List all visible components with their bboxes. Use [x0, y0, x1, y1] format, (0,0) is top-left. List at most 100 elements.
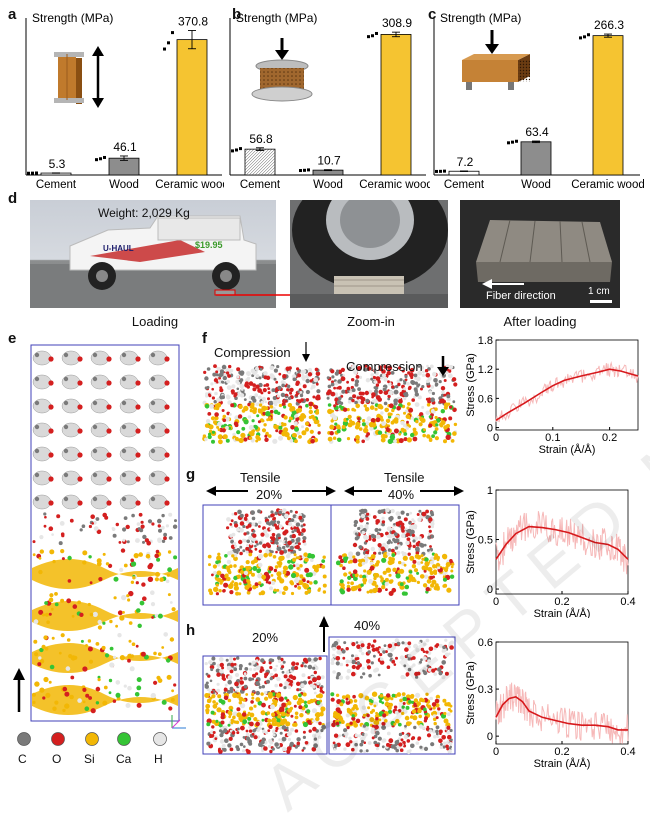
atom [376, 534, 381, 540]
atom [282, 508, 287, 513]
cellulose-unit [148, 374, 168, 390]
atom [428, 517, 433, 522]
atom [411, 564, 417, 569]
atom [210, 690, 214, 694]
atom [395, 748, 399, 753]
atom [59, 521, 65, 526]
atom [243, 437, 248, 442]
atom [416, 701, 421, 706]
atom [218, 698, 223, 703]
atom [370, 418, 376, 423]
atom [357, 562, 363, 567]
atom [293, 553, 297, 557]
atom [226, 517, 231, 522]
atom [419, 574, 425, 579]
atom [407, 667, 412, 672]
atom [154, 553, 159, 559]
atom [427, 567, 433, 572]
atom [239, 680, 244, 685]
md-structure-e [30, 344, 180, 722]
cellulose-unit [61, 398, 81, 414]
atom [330, 661, 335, 665]
panel-label-e: e [8, 330, 17, 347]
atom [236, 712, 242, 718]
atom [266, 521, 270, 525]
atom [432, 706, 436, 710]
atom [284, 513, 289, 519]
silica-layer [32, 601, 178, 631]
atom [404, 724, 407, 728]
atom [262, 411, 266, 416]
atom [426, 548, 430, 552]
atom [164, 428, 170, 434]
atom [298, 515, 303, 520]
atom [255, 366, 259, 371]
atom [433, 672, 437, 676]
atom [234, 544, 238, 548]
atom [401, 641, 405, 645]
atom [305, 398, 310, 402]
atom [348, 660, 352, 664]
atom [314, 367, 319, 372]
atom [419, 542, 423, 547]
atom [450, 738, 453, 742]
atom [44, 601, 48, 605]
atom [304, 741, 309, 745]
atom [327, 403, 332, 407]
atom [73, 655, 78, 660]
atom [236, 707, 241, 712]
data-point-b [231, 149, 234, 153]
atom [363, 741, 366, 744]
atom [77, 356, 83, 362]
atom [251, 732, 255, 736]
panel-label-g: g [186, 466, 196, 483]
atom [390, 579, 394, 583]
atom [315, 657, 319, 661]
atom [406, 364, 410, 368]
atom [385, 567, 392, 573]
atom [160, 525, 165, 530]
atom [147, 576, 154, 582]
atom [370, 554, 376, 559]
atom [252, 566, 258, 571]
atom [283, 422, 287, 427]
atom [164, 452, 170, 458]
atom [413, 698, 419, 703]
atom [77, 600, 81, 605]
atom [222, 677, 226, 681]
atom [415, 675, 419, 679]
atom [252, 529, 256, 533]
atom [432, 714, 437, 718]
atom [352, 542, 358, 548]
atom [238, 404, 243, 410]
atom [379, 653, 383, 657]
atom [213, 378, 218, 383]
atom [216, 707, 222, 713]
axis-triad [171, 715, 186, 729]
atom [153, 651, 157, 656]
atom [248, 725, 252, 729]
atom [273, 368, 278, 373]
x-tick-label-h: 0.4 [620, 746, 635, 758]
atom [426, 579, 432, 584]
atom [405, 576, 409, 580]
atom [414, 392, 419, 397]
atom [250, 368, 256, 374]
atom [48, 526, 54, 531]
atom [150, 424, 156, 430]
atom [321, 559, 326, 563]
atom [388, 390, 393, 396]
hatch-line [244, 148, 261, 165]
atom [387, 412, 392, 417]
atom [440, 386, 446, 391]
atom [112, 533, 117, 538]
atom [318, 656, 322, 661]
atom [412, 544, 416, 549]
atom [82, 560, 87, 565]
atom [243, 398, 247, 401]
atom [242, 719, 248, 725]
atom [150, 590, 155, 595]
atom [292, 377, 297, 382]
atom [228, 715, 232, 719]
atom [248, 552, 253, 557]
